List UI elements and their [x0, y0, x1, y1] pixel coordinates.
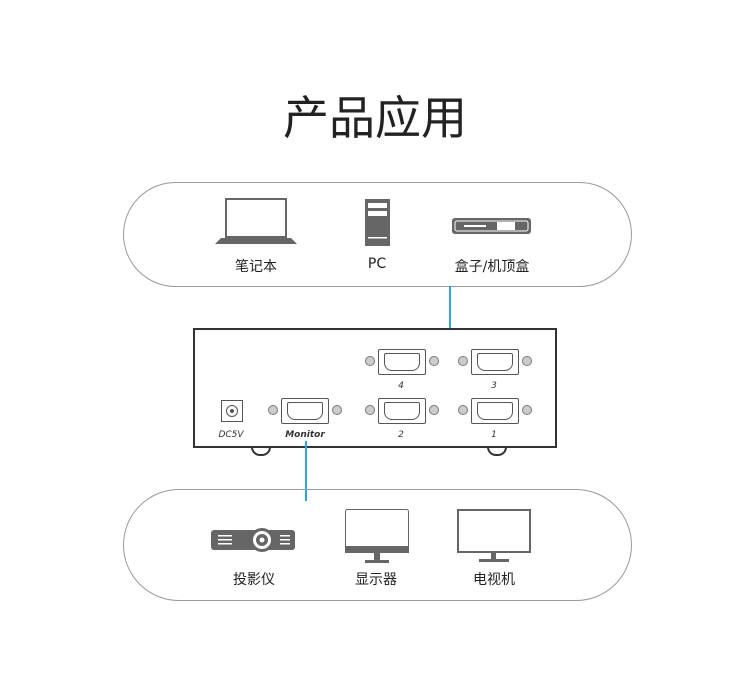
- monitor-icon: [345, 509, 409, 563]
- source-label-stb: 盒子/机顶盒: [454, 259, 530, 275]
- output-connection-line: [305, 441, 307, 501]
- power-label: DC5V: [218, 430, 244, 440]
- output-devices-panel: [123, 489, 632, 601]
- vga-port-2: [361, 398, 443, 424]
- page-title: 产品应用: [283, 91, 467, 145]
- source-label-laptop: 笔记本: [235, 259, 277, 275]
- projector-icon: [211, 528, 295, 552]
- set-top-box-icon: [452, 218, 531, 234]
- output-label-monitor: 显示器: [355, 572, 397, 588]
- port-label-1: 1: [491, 430, 497, 440]
- input-connection-line: [449, 286, 451, 342]
- vga-port-3: [454, 349, 536, 375]
- device-foot: [251, 446, 271, 456]
- tv-icon: [457, 509, 531, 562]
- port-label-3: 3: [491, 381, 497, 391]
- vga-port-1: [454, 398, 536, 424]
- device-foot: [487, 446, 507, 456]
- port-label-4: 4: [398, 381, 404, 391]
- vga-port-monitor: [264, 398, 346, 424]
- port-label-2: 2: [398, 430, 404, 440]
- monitor-port-label: Monitor: [285, 430, 325, 440]
- source-label-pc: PC: [367, 256, 387, 272]
- output-label-projector: 投影仪: [233, 572, 275, 588]
- vga-splitter-device: [193, 328, 557, 448]
- pc-tower-icon: [365, 199, 390, 246]
- output-label-tv: 电视机: [473, 572, 515, 588]
- vga-port-4: [361, 349, 443, 375]
- source-devices-panel: [123, 182, 632, 287]
- laptop-icon: [215, 198, 297, 244]
- power-jack: [221, 400, 243, 422]
